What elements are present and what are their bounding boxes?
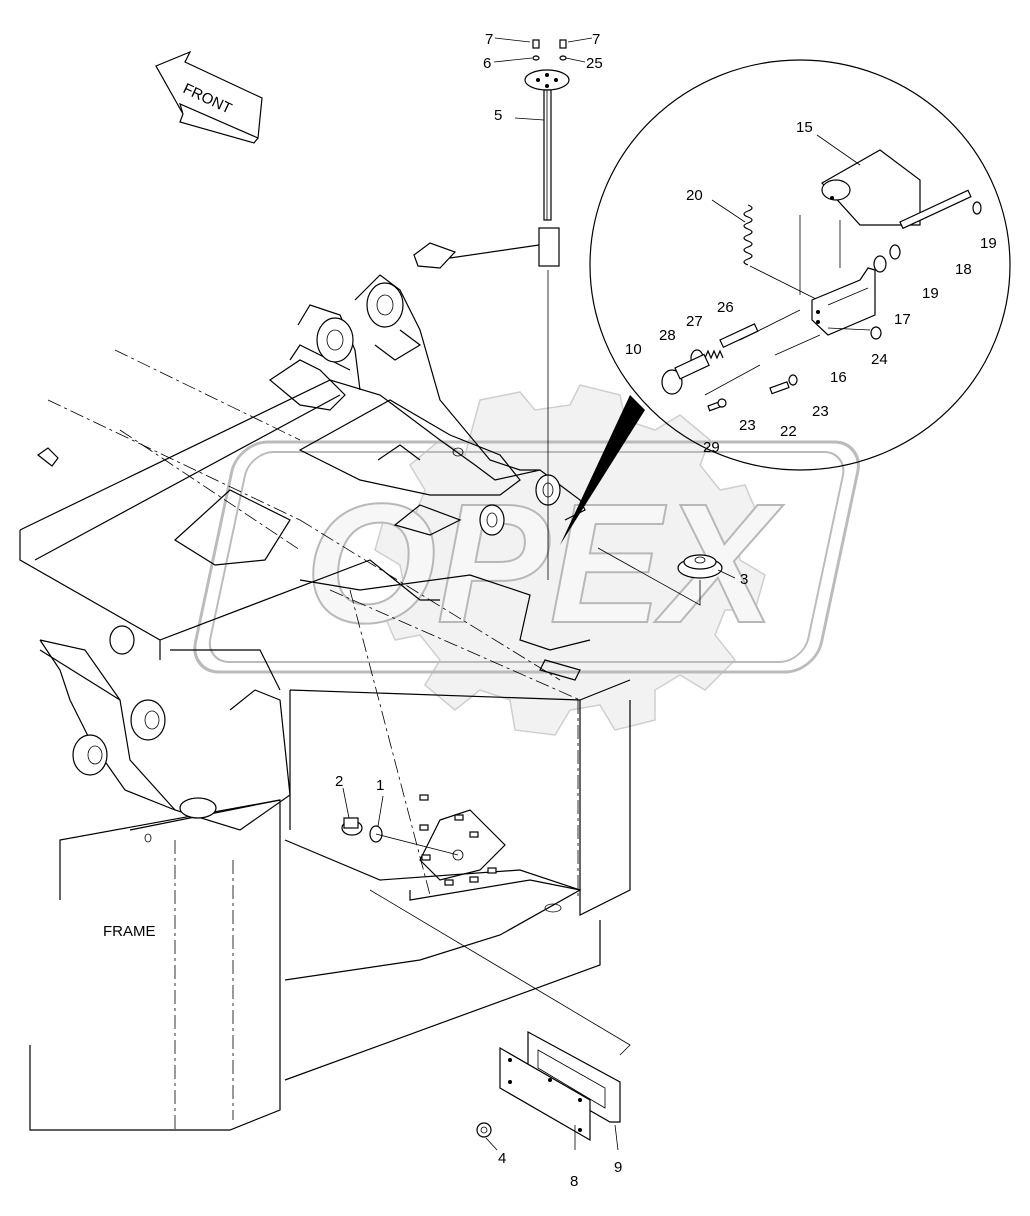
plug-bolt xyxy=(341,817,459,856)
leader-lines xyxy=(342,37,861,1151)
callout-27: 27 xyxy=(686,313,703,330)
detail-view xyxy=(560,59,1011,545)
callout-9: 9 xyxy=(614,1159,622,1176)
callout-29: 29 xyxy=(703,439,720,456)
callout-6: 6 xyxy=(483,55,491,72)
center-lines xyxy=(29,349,581,1130)
callout-10: 10 xyxy=(625,341,642,358)
callout-17: 17 xyxy=(894,311,911,328)
callout-16: 16 xyxy=(830,369,847,386)
grommet xyxy=(677,554,723,579)
callout-22: 22 xyxy=(780,423,797,440)
callout-4: 4 xyxy=(498,1150,506,1167)
small-bracket xyxy=(36,447,59,467)
callout-15: 15 xyxy=(796,119,813,136)
watermark: OPEX xyxy=(193,384,860,736)
cover-assembly xyxy=(369,889,631,1142)
callout-20: 20 xyxy=(686,187,703,204)
callout-28: 28 xyxy=(659,327,676,344)
frame-label: FRAME xyxy=(103,923,156,940)
callout-26: 26 xyxy=(717,299,734,316)
watermark-gear xyxy=(374,384,766,736)
frame-bosses xyxy=(72,282,562,913)
front-arrow: FRONT xyxy=(155,50,263,144)
callout-3: 3 xyxy=(740,571,748,588)
front-label: FRONT xyxy=(180,80,234,117)
fuel-sender xyxy=(413,69,570,580)
callout-7b: 7 xyxy=(592,31,600,48)
callout-5: 5 xyxy=(494,107,502,124)
callout-19b: 19 xyxy=(922,285,939,302)
screws-top xyxy=(532,39,567,61)
callout-23b: 23 xyxy=(739,417,756,434)
plate-pins xyxy=(419,794,497,886)
callout-18: 18 xyxy=(955,261,972,278)
callout-7a: 7 xyxy=(485,31,493,48)
callout-2: 2 xyxy=(335,773,343,790)
callout-25: 25 xyxy=(586,55,603,72)
callout-24: 24 xyxy=(871,351,888,368)
callout-19a: 19 xyxy=(980,235,997,252)
callout-23a: 23 xyxy=(812,403,829,420)
callout-8: 8 xyxy=(570,1173,578,1190)
callouts: 1 2 3 4 5 6 7 7 8 9 10 15 16 17 18 19 19… xyxy=(103,31,997,1190)
callout-1: 1 xyxy=(376,777,384,794)
